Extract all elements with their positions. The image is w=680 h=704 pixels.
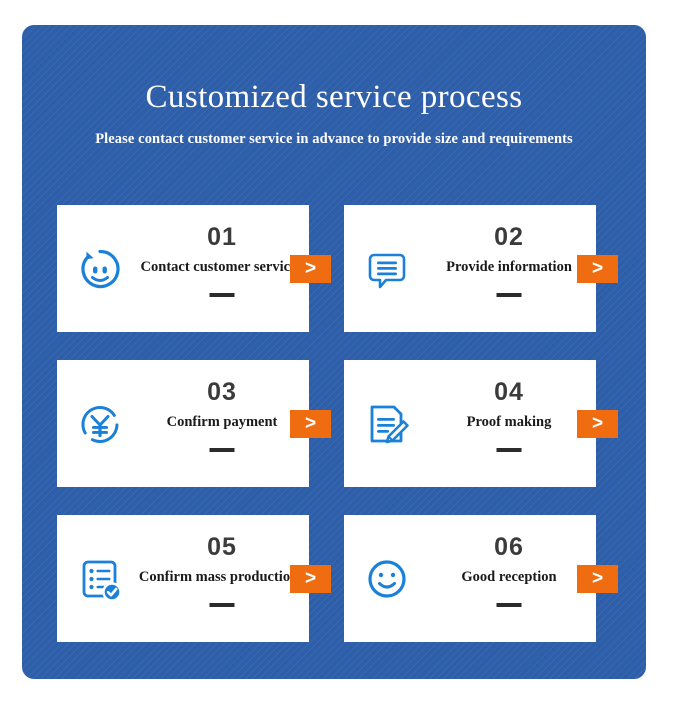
process-panel: Customized service process Please contac… [22,25,646,679]
step-card-02[interactable]: 02 Provide information > [344,205,618,332]
yen-coin-icon [57,360,135,487]
step-label: Good reception [461,569,557,585]
step-card-05[interactable]: 05 Confirm mass production > [57,515,331,642]
steps-grid: 01 Contact customer service > [57,205,618,642]
checklist-check-icon [57,515,135,642]
step-card-01[interactable]: 01 Contact customer service > [57,205,331,332]
document-pencil-icon [344,360,422,487]
step-card-03[interactable]: 03 Confirm payment > [57,360,331,487]
step-label: Provide information [446,259,572,275]
step-body: 05 Confirm mass production [135,515,309,642]
step-body: 04 Proof making [422,360,596,487]
step-number: 05 [207,533,237,561]
step-number: 03 [207,378,237,406]
step-number: 01 [207,223,237,251]
step-body: 06 Good reception [422,515,596,642]
step-next-arrow-button[interactable]: > [577,564,618,593]
step-next-arrow-button[interactable]: > [290,564,331,593]
step-divider-dash [496,293,522,297]
customer-service-face-icon [57,205,135,332]
step-number: 04 [494,378,524,406]
step-divider-dash [496,603,522,607]
step-body: 03 Confirm payment [135,360,309,487]
step-label: Contact customer service [140,259,297,275]
step-card-06[interactable]: 06 Good reception > [344,515,618,642]
speech-bubble-lines-icon [344,205,422,332]
step-next-arrow-button[interactable]: > [290,409,331,438]
step-next-arrow-button[interactable]: > [577,409,618,438]
smiley-face-icon [344,515,422,642]
step-number: 02 [494,223,524,251]
step-divider-dash [209,603,235,607]
step-card-04[interactable]: 04 Proof making > [344,360,618,487]
step-label: Proof making [466,414,552,430]
step-next-arrow-button[interactable]: > [577,254,618,283]
step-label: Confirm payment [166,414,278,430]
page-subtitle: Please contact customer service in advan… [95,131,573,147]
step-label: Confirm mass production [138,569,299,585]
step-next-arrow-button[interactable]: > [290,254,331,283]
step-number: 06 [494,533,524,561]
step-body: 02 Provide information [422,205,596,332]
step-divider-dash [209,293,235,297]
step-divider-dash [209,448,235,452]
page-title: Customized service process [145,79,523,115]
step-body: 01 Contact customer service [135,205,309,332]
step-divider-dash [496,448,522,452]
